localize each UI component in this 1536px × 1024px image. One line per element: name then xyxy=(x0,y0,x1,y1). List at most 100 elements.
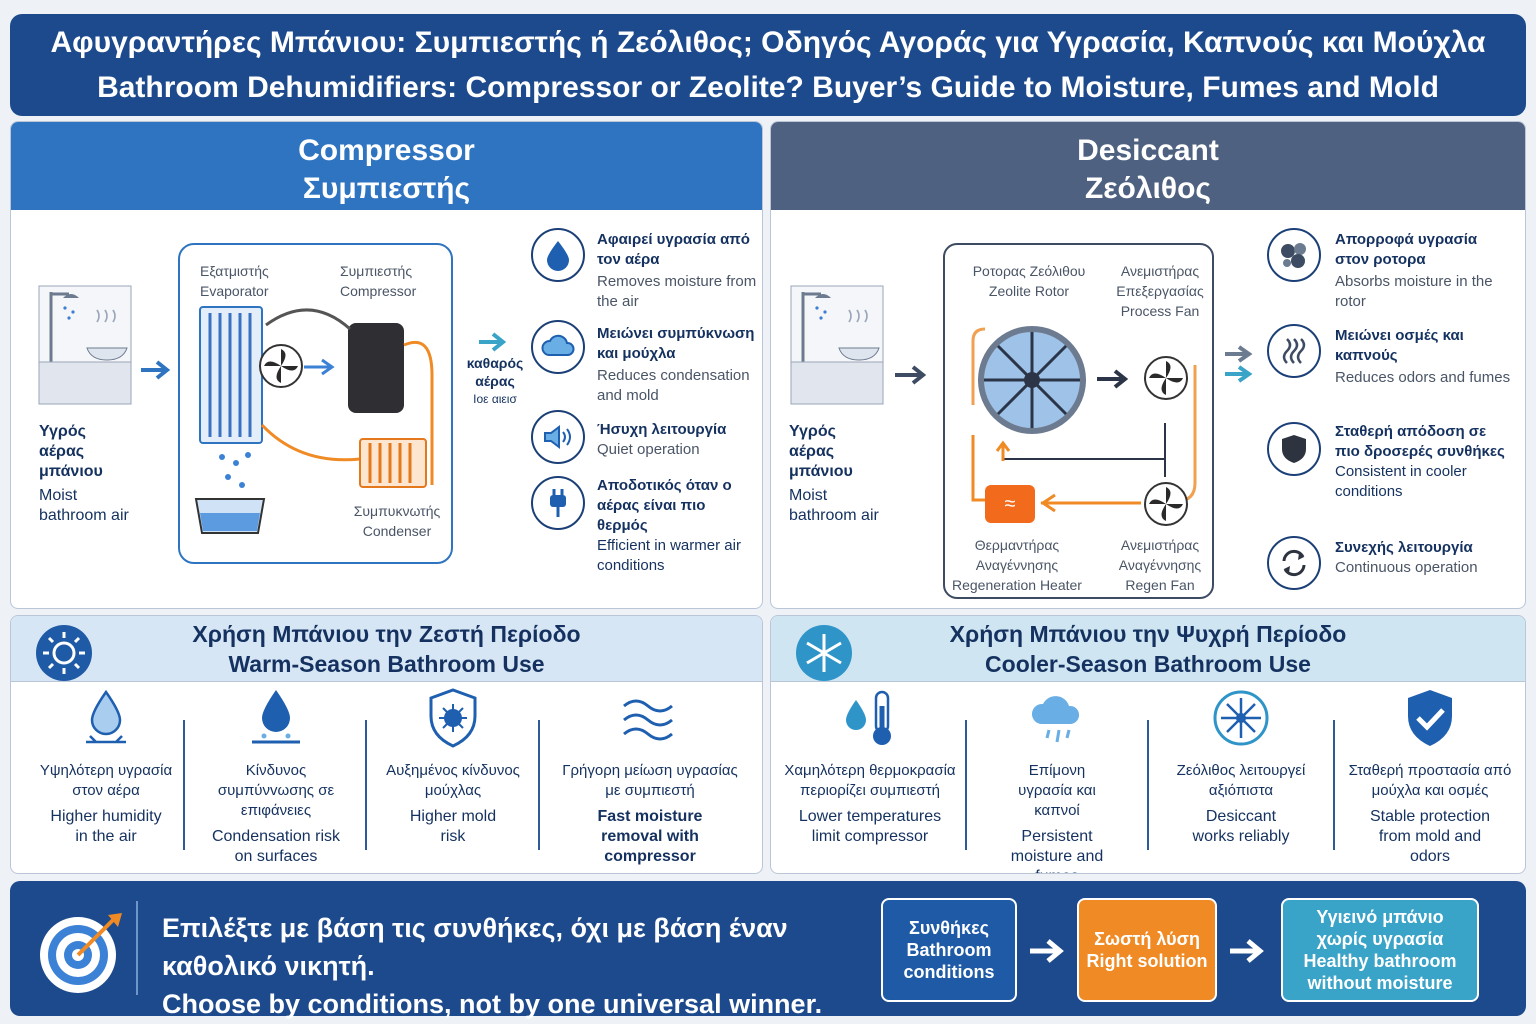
zeolite-rotor-label-gr: Ρoτορας Ζεόλιθου xyxy=(972,263,1086,279)
moist-air-gr: Υγρός αέρας μπάνιου xyxy=(39,423,103,480)
compressor-title-gr: Συμπιεστής xyxy=(302,172,471,205)
warm-item-condensation-gr: Κίνδυνος συμπύνvωσης σε επιφάνειες xyxy=(217,762,335,819)
desiccant-title-en: Desiccant xyxy=(1077,134,1219,167)
arrow-right-icon xyxy=(895,365,927,385)
compressor-header: Compressor Συμπιεστής xyxy=(11,122,762,210)
benefit-consistent-cool-en: Consistent in cooler conditions xyxy=(1335,463,1467,500)
arrow-right-icon xyxy=(141,360,171,380)
moist-air-en: Moist bathroom air xyxy=(39,487,129,524)
cool-item-desiccant-en: Desiccant works reliably xyxy=(1192,808,1290,845)
target-icon xyxy=(40,913,122,993)
warm-item-mold-en: Higher mold risk xyxy=(409,808,497,845)
plug-icon xyxy=(531,476,585,530)
desiccant-title-gr: Ζεόλιθος xyxy=(1084,172,1212,205)
title-english: Bathroom Dehumidifiers: Compressor or Ze… xyxy=(97,71,1439,104)
right-solution-box: Σωστή λύση Right solution xyxy=(1077,898,1217,1002)
benefit-removes-moisture-gr: Αφαιρεί υγρασία από τον αέρα xyxy=(597,231,750,268)
regeneration-heater-label-en: Regeneration Heater xyxy=(952,577,1082,593)
mold-shield-icon xyxy=(429,688,477,748)
box-conditions-gr: Συνθήκες xyxy=(909,918,989,938)
footer-message-en: Choose by conditions, not by one univers… xyxy=(162,989,823,1019)
warm-title-en: Warm-Season Bathroom Use xyxy=(228,651,545,677)
shield-icon xyxy=(1267,422,1321,476)
steam-icon xyxy=(1267,324,1321,378)
evaporator-label-gr: Εξατμιστής xyxy=(200,263,269,279)
footer-message-gr: Επιλέξτε με βάση τις συνθήκες, όχι με βά… xyxy=(162,913,788,981)
condenser-coil-icon xyxy=(359,438,427,488)
condensation-drop-icon xyxy=(252,690,300,744)
rotor-icon xyxy=(1267,228,1321,282)
zeolite-icon xyxy=(1213,690,1269,746)
box-healthy-gr2: χωρίς υγρασία xyxy=(1316,929,1444,949)
cloud-icon xyxy=(531,320,585,374)
fan-icon xyxy=(259,344,303,388)
zeolite-rotor-label-en: Zeolite Rotor xyxy=(988,283,1070,299)
benefit-efficient-warm-gr: Αποδοτικός όταν ο αέρας είναι πιο θερμός xyxy=(597,477,732,534)
condenser-label-gr: Συμπυκνωτής xyxy=(353,503,441,519)
cool-item-stable-en: Stable protection from mold and odors xyxy=(1369,808,1491,865)
warm-item-mold-gr: Αυξημένος κίνδυνος μούχλας xyxy=(386,762,520,799)
footer-divider xyxy=(136,901,138,995)
thermometer-icon xyxy=(846,690,891,745)
check-shield-icon xyxy=(1408,690,1452,746)
regeneration-heater-icon: ≈ xyxy=(985,485,1035,523)
compressor-label-gr: Συμπιεστής xyxy=(340,263,413,279)
moist-air-gr: Υγρός αέρας μπάνιου xyxy=(789,423,853,480)
cloud-drops-icon xyxy=(1031,696,1080,743)
sink-icon xyxy=(790,285,884,405)
cool-season-panel: Χρήση Μπάνιου την Ψυχρή Περίοδο Cooler-S… xyxy=(770,615,1526,874)
compressor-label-en: Compressor xyxy=(340,283,417,299)
process-fan-label-gr: Ανεμιστήρας Επεξεργασίας xyxy=(1116,263,1204,299)
regen-fan-label-gr: Ανεμιστήρας Αναγέννησης xyxy=(1118,537,1202,573)
snowflake-icon xyxy=(796,625,852,681)
cool-title-en: Cooler-Season Bathroom Use xyxy=(985,651,1311,677)
desiccant-unit: Ρoτορας Ζεόλιθου Zeolite Rotor Ανεμιστήρ… xyxy=(943,243,1214,599)
benefit-absorbs-moisture-en: Absorbs moisture in the rotor xyxy=(1335,273,1493,310)
cool-item-persistent-gr: Επίμονη υγρασία και καπνοί xyxy=(1018,762,1096,819)
compressor-panel: Compressor Συμπιεστής Υγρός αέρας μπάνιο… xyxy=(10,121,763,609)
water-drops-icon xyxy=(219,452,251,488)
benefit-quiet-gr: Ήσυχη λειτουργία xyxy=(597,421,727,438)
cool-title-gr: Χρήση Μπάνιου την Ψυχρή Περίοδο xyxy=(949,621,1347,647)
warm-title-gr: Χρήση Μπάνιου την Ζεστή Περίοδο xyxy=(192,621,581,647)
benefit-reduces-mold-en: Reduces condensation and mold xyxy=(597,367,750,404)
box-conditions-en2: conditions xyxy=(903,962,995,982)
benefit-quiet-en: Quiet operation xyxy=(597,441,700,458)
benefit-absorbs-moisture-gr: Απορροφά υγρασία στον ρoτορα xyxy=(1335,231,1478,268)
arrow-right-icon xyxy=(1097,369,1129,389)
sink-icon xyxy=(38,285,132,405)
benefit-continuous-en: Continuous operation xyxy=(1335,559,1478,576)
column-divider xyxy=(365,720,367,850)
clean-air-en: Ιοε αιεισ xyxy=(473,392,517,406)
desiccant-panel: Desiccant Ζεόλιθος Υγρός αέρας μπάνιου M… xyxy=(770,121,1526,609)
arrow-right-icon xyxy=(304,358,335,376)
cool-item-desiccant-gr: Ζεόλιθος λειτουργεί αξιόπιστα xyxy=(1176,762,1306,799)
column-divider xyxy=(538,720,540,850)
healthy-bathroom-box: Υγιεινό μπάνιο χωρίς υγρασία Healthy bat… xyxy=(1281,898,1479,1002)
refrigerant-pipe xyxy=(260,308,434,485)
speaker-icon xyxy=(531,410,585,464)
column-divider xyxy=(183,720,185,850)
process-fan-label-en: Process Fan xyxy=(1120,303,1200,319)
warm-item-humidity-en: Higher humidity in the air xyxy=(50,808,162,845)
cool-season-header: Χρήση Μπάνιου την Ψυχρή Περίοδο Cooler-S… xyxy=(771,616,1525,682)
main-title: Αφυγραντήρες Μπάνιου: Συμπιεστής ή Ζεόλι… xyxy=(10,14,1526,116)
footer-banner: Επιλέξτε με βάση τις συνθήκες, όχι με βά… xyxy=(10,881,1526,1019)
column-divider xyxy=(1147,720,1149,850)
box-solution-en: Right solution xyxy=(1086,951,1208,971)
benefit-removes-moisture-en: Removes moisture from the air xyxy=(597,273,757,310)
title-greek: Αφυγραντήρες Μπάνιου: Συμπιεστής ή Ζεόλι… xyxy=(50,26,1486,59)
box-conditions-en1: Bathroom xyxy=(906,940,992,960)
warm-season-header: Χρήση Μπάνιου την Ζεστή Περίοδο Warm-Sea… xyxy=(11,616,762,682)
sun-icon xyxy=(36,625,92,681)
arrow-right-icon xyxy=(1230,939,1264,963)
warm-item-fast-removal-en: Fast moisture removal with compressor xyxy=(597,808,703,865)
benefit-reduces-odors-en: Reduces odors and fumes xyxy=(1335,369,1511,386)
clean-air-gr: καθαρός αέρας xyxy=(466,355,524,389)
compressor-block xyxy=(348,323,404,413)
desiccant-header: Desiccant Ζεόλιθος xyxy=(771,122,1525,210)
box-healthy-en1: Healthy bathroom xyxy=(1303,951,1457,971)
cool-item-persistent-en: Persistent moisture and fumes xyxy=(1010,828,1104,873)
cycle-icon xyxy=(1267,536,1321,590)
warm-item-fast-removal-gr: Γρήγορη μείωση υγρασίας με συμπιεστή xyxy=(562,762,738,799)
